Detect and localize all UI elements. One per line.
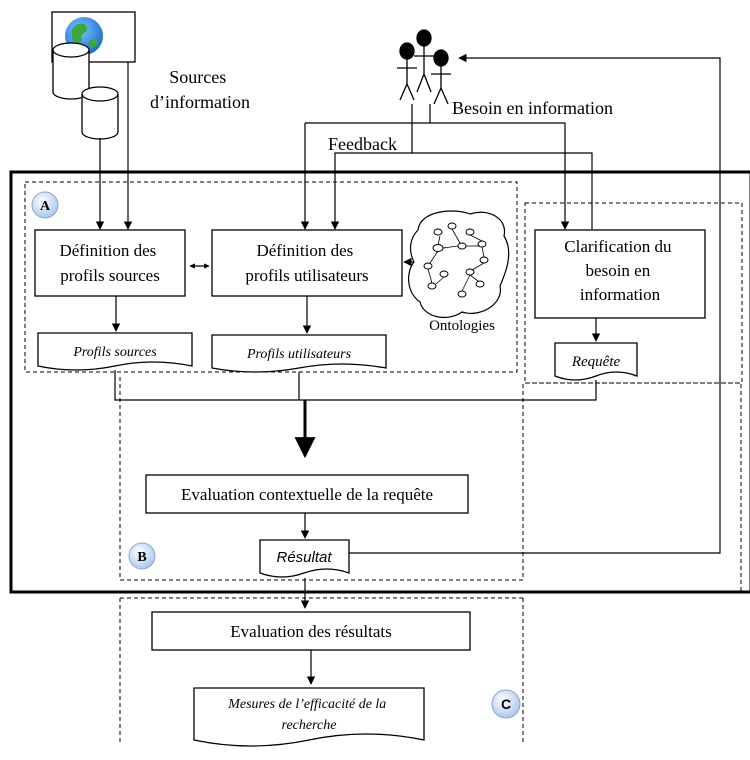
main-frame [9, 170, 750, 594]
svg-text:A: A [40, 199, 51, 214]
badge-b: B [128, 542, 156, 570]
profils-users-doc [211, 334, 387, 373]
ontology-icon [408, 210, 510, 319]
users-icon [397, 29, 451, 105]
region-c [119, 597, 524, 745]
mesures-label: Mesures de l’efficacité de la recherche [227, 697, 390, 733]
sources-label: Sources d’information [150, 67, 250, 112]
resultat-doc [259, 539, 350, 578]
merge-connectors [114, 370, 597, 459]
svg-text:B: B [137, 550, 146, 565]
badge-a: A [31, 191, 59, 219]
mesures-doc [193, 687, 425, 747]
ontologies-label: Ontologies [429, 318, 495, 334]
clarification-box [534, 229, 706, 319]
region-b [119, 377, 742, 592]
connectors [95, 53, 721, 554]
badge-c: C [491, 689, 521, 719]
feedback-label: Feedback [328, 134, 397, 154]
requete-label: Requête [571, 354, 621, 370]
eval-ctx-box [145, 474, 469, 514]
eval-ctx-label: Evaluation contextuelle de la requête [181, 485, 433, 504]
eval-res-label: Evaluation des résultats [230, 622, 391, 641]
besoin-label: Besoin en information [452, 98, 613, 118]
profils-sources-doc [37, 332, 193, 371]
requete-doc [554, 342, 638, 381]
profils-users-label: Profils utilisateurs [246, 347, 352, 362]
resultat-label: Résultat [276, 549, 332, 566]
database-icon [52, 42, 90, 100]
def-sources-box [34, 229, 186, 297]
svg-text:C: C [501, 696, 511, 712]
def-sources-label: Définition des profils sources [59, 241, 160, 285]
database-icon-2 [81, 86, 119, 140]
eval-res-box [151, 611, 471, 651]
profils-sources-label: Profils sources [72, 345, 157, 360]
def-users-box [211, 229, 403, 297]
clarification-label: Clarification du besoin en information [564, 237, 675, 304]
def-users-label: Définition des profils utilisateurs [245, 241, 368, 285]
